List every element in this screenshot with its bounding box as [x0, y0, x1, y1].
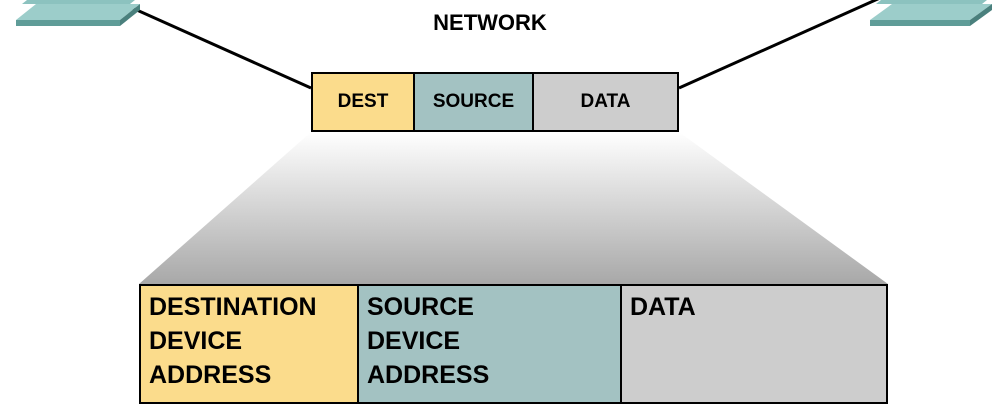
source-field: SOURCE [413, 74, 532, 130]
source-line-3: ADDRESS [367, 361, 490, 389]
left-device-icon [16, 0, 140, 26]
source-line-2: DEVICE [367, 327, 461, 355]
left-connector-line [110, 0, 312, 90]
frame-detail: DESTINATION DEVICE ADDRESS SOURCE DEVICE… [139, 284, 888, 404]
destination-address-field: DESTINATION DEVICE ADDRESS [141, 286, 357, 402]
destination-line-3: ADDRESS [149, 361, 272, 389]
source-line-1: SOURCE [367, 293, 474, 321]
data-payload-field: DATA [620, 286, 886, 402]
data-field: DATA [532, 74, 677, 130]
right-connector-line [678, 0, 880, 90]
dest-field: DEST [313, 74, 413, 130]
data-payload-label: DATA [630, 293, 696, 321]
zoom-projection [139, 132, 888, 284]
destination-line-2: DEVICE [149, 327, 243, 355]
frame-header: DEST SOURCE DATA [311, 72, 679, 132]
destination-line-1: DESTINATION [149, 293, 317, 321]
right-device-icon [870, 0, 992, 26]
network-title: NETWORK [433, 10, 547, 35]
source-address-field: SOURCE DEVICE ADDRESS [357, 286, 620, 402]
